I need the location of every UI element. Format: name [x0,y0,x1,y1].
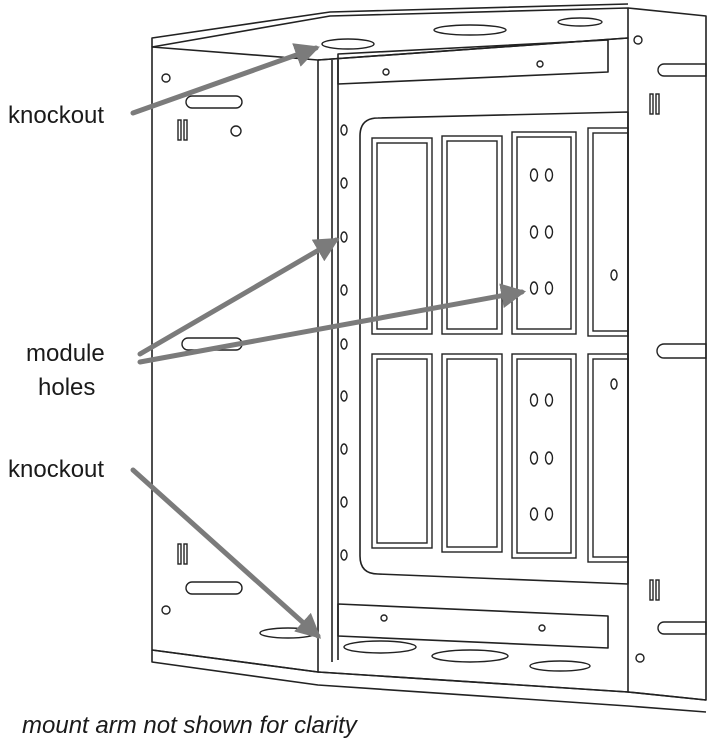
right-side-panel [627,7,707,701]
arrow-module-holes-2 [137,283,527,365]
module-slot [371,137,433,335]
figure-caption: mount arm not shown for clarity [22,712,357,739]
module-slot [441,135,503,335]
module-slot [511,353,577,559]
knockout-bottom-label: knockout [8,456,105,483]
module-holes-label-line2: holes [38,374,96,401]
arrow-knockout-top [130,43,320,116]
arrow-knockout-bottom [130,467,322,639]
module-slot [511,131,577,335]
module-slot [587,127,629,337]
arrow-module-holes-1 [137,237,340,357]
module-slot [371,353,433,549]
module-slot [441,353,503,553]
bottom-panel [151,649,707,701]
inner-plate [359,111,629,585]
knockout-top-label: knockout [8,102,105,129]
left-side-wall [151,46,319,673]
module-holes-label-line1: module [26,340,105,367]
module-slot [587,353,629,563]
